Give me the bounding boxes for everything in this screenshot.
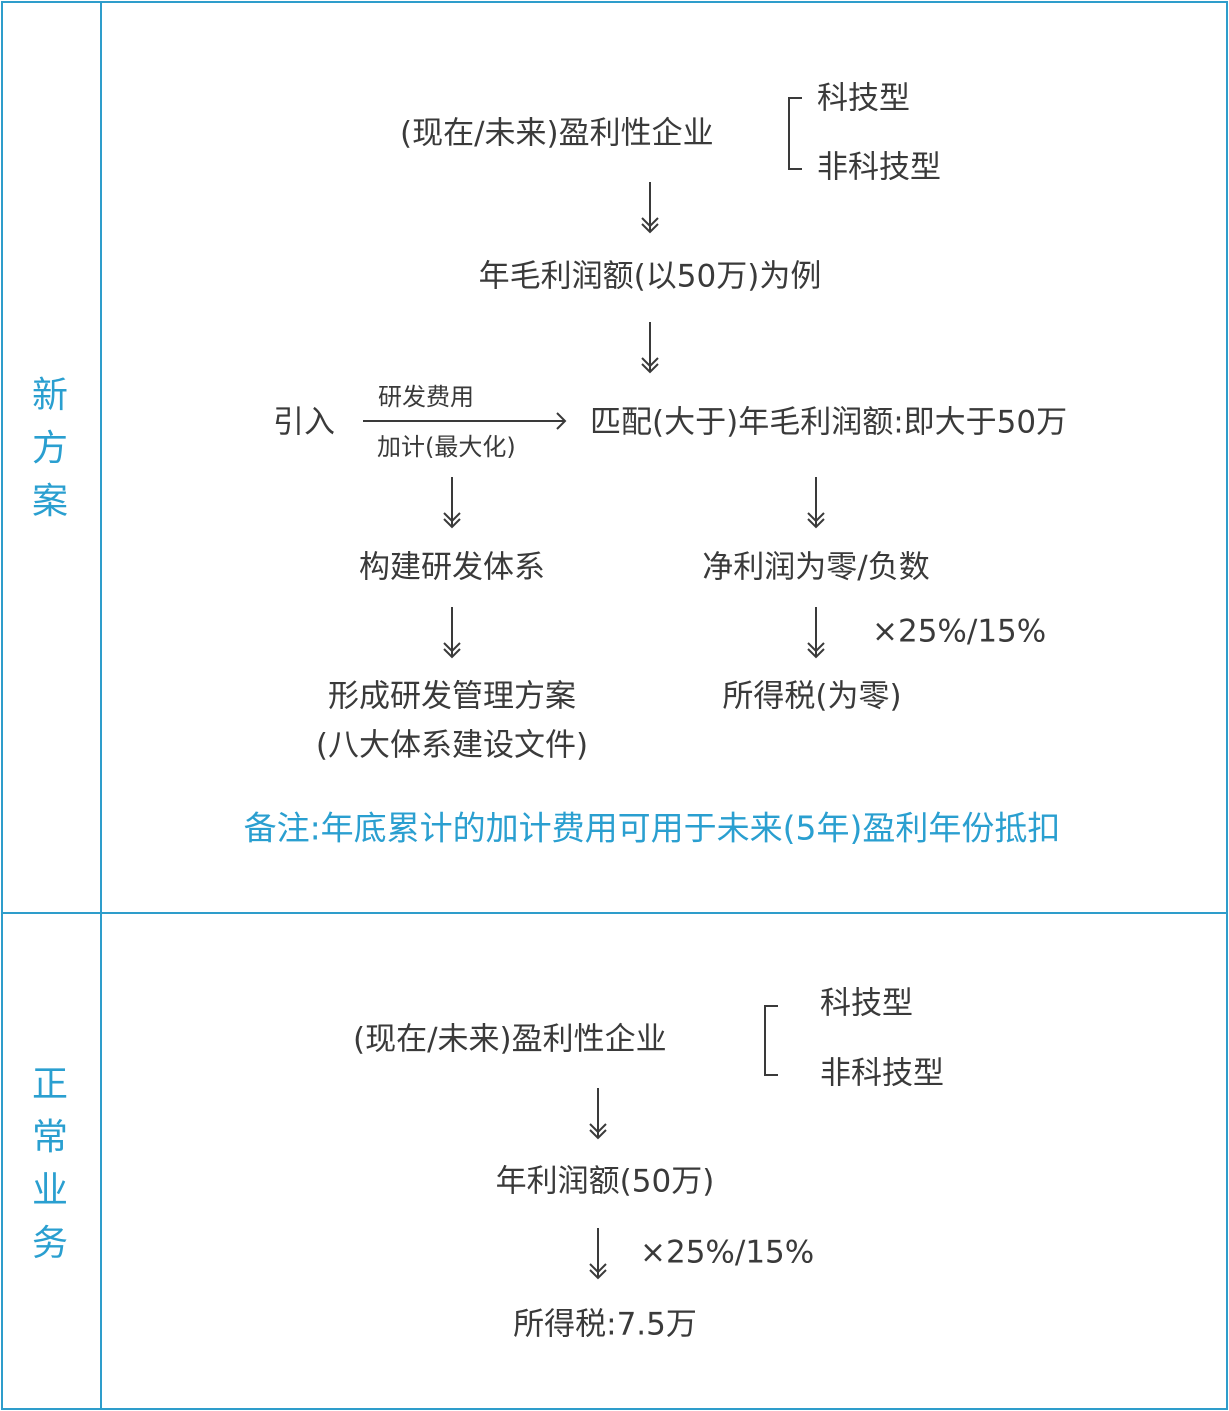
arrow-down-icon [443, 477, 461, 529]
rd-cost-label: 研发费用 [378, 383, 474, 411]
label-char: 案 [31, 481, 68, 522]
arrow-down-icon [641, 322, 659, 374]
match-node: 匹配(大于)年毛利润额:即大于50万 [590, 404, 1068, 441]
type-tech: 科技型 [820, 985, 913, 1022]
label-char: 新 [31, 375, 68, 416]
arrow-down-icon [589, 1228, 607, 1280]
company-node: (现在/未来)盈利性企业 [353, 1021, 667, 1058]
tax-rate-label: ×25%/15% [640, 1234, 815, 1271]
arrow-down-icon [807, 477, 825, 529]
label-char: 常 [31, 1117, 68, 1158]
arrow-down-icon [807, 607, 825, 659]
docs-node: (八大体系建设文件) [315, 727, 589, 764]
arrow-down-icon [589, 1088, 607, 1140]
tax-rate-label: ×25%/15% [872, 613, 1047, 650]
section-label-normal: 正 常 业 务 [30, 1058, 70, 1270]
income-tax-node: 所得税:7.5万 [513, 1306, 697, 1343]
type-tech: 科技型 [817, 80, 910, 117]
build-system-node: 构建研发体系 [359, 549, 545, 586]
label-char: 业 [31, 1170, 68, 1211]
type-nontech: 非科技型 [820, 1055, 944, 1092]
section-label-new-plan: 新 方 案 [30, 369, 70, 528]
type-nontech: 非科技型 [817, 149, 941, 186]
arrow-right-icon [363, 412, 567, 430]
gross-profit-node: 年毛利润额(以50万)为例 [478, 258, 822, 295]
net-profit-node: 净利润为零/负数 [702, 549, 930, 586]
label-char: 务 [31, 1223, 68, 1264]
profit-node: 年利润额(50万) [495, 1163, 715, 1200]
row-divider [1, 912, 1228, 914]
extra-deduction-label: 加计(最大化) [377, 433, 516, 461]
bracket-icon [764, 1005, 778, 1076]
label-char: 方 [31, 428, 68, 469]
note-text: 备注:年底累计的加计费用可用于未来(5年)盈利年份抵扣 [243, 808, 1061, 848]
arrow-down-icon [641, 182, 659, 234]
column-divider [100, 1, 102, 1410]
label-char: 正 [31, 1064, 68, 1105]
introduce-label: 引入 [273, 404, 335, 441]
bracket-icon [788, 97, 802, 170]
arrow-down-icon [443, 607, 461, 659]
income-tax-node: 所得税(为零) [722, 678, 902, 715]
mgmt-plan-node: 形成研发管理方案 [328, 678, 576, 715]
company-node: (现在/未来)盈利性企业 [400, 115, 714, 152]
